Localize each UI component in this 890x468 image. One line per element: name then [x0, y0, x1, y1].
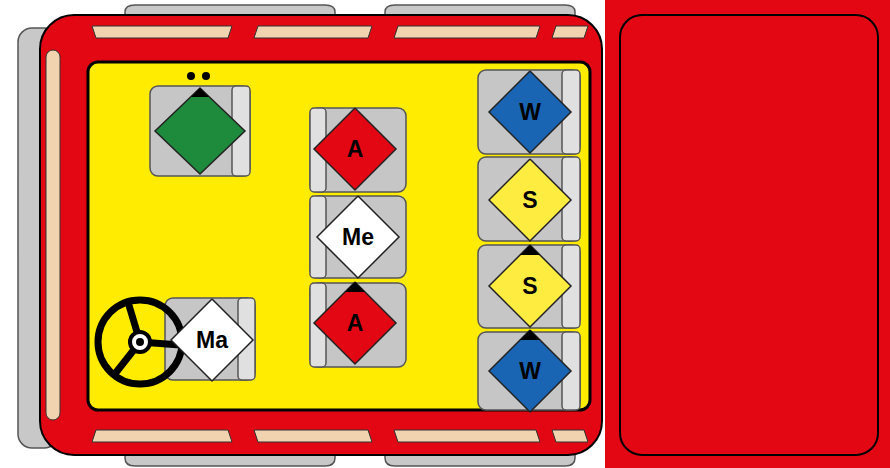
seat-diamond: S — [488, 244, 572, 328]
diamond-shape — [317, 196, 399, 278]
windshield-strip — [46, 50, 60, 420]
rank-dot — [202, 72, 210, 80]
diamond-shape — [489, 159, 571, 241]
crew-code: A — [347, 312, 364, 335]
rank-marker — [345, 282, 365, 292]
leader-diamond — [155, 88, 245, 174]
rank-marker — [520, 330, 540, 340]
seat-diamond: Me — [316, 195, 400, 279]
cargo-outline — [620, 15, 878, 455]
crew-code: S — [522, 189, 537, 212]
seat-diamond: Ma — [170, 298, 254, 382]
diamond-shape — [171, 299, 253, 381]
crew-code: A — [347, 138, 364, 161]
crew-code: W — [519, 101, 541, 124]
diamond-shape — [314, 282, 396, 364]
crew-code: Me — [342, 226, 374, 249]
steering-wheel — [98, 300, 182, 384]
rank-marker — [520, 245, 540, 255]
diamond-shape — [489, 71, 571, 153]
rank-marker — [191, 88, 209, 97]
seat-diamond: A — [313, 281, 397, 365]
diamond-shape — [314, 108, 396, 190]
diamond-shape — [489, 330, 571, 412]
cab — [40, 15, 602, 455]
crew-code: W — [519, 360, 541, 383]
seat-diamond: A — [313, 107, 397, 191]
cargo-body — [605, 0, 890, 468]
rank-dot — [187, 72, 195, 80]
seat-diamond: W — [488, 70, 572, 154]
diamond-shape — [489, 245, 571, 327]
crew-code: S — [522, 275, 537, 298]
seat-diamond: S — [488, 158, 572, 242]
crew-code: Ma — [196, 329, 228, 352]
seat-diamond: W — [488, 329, 572, 413]
